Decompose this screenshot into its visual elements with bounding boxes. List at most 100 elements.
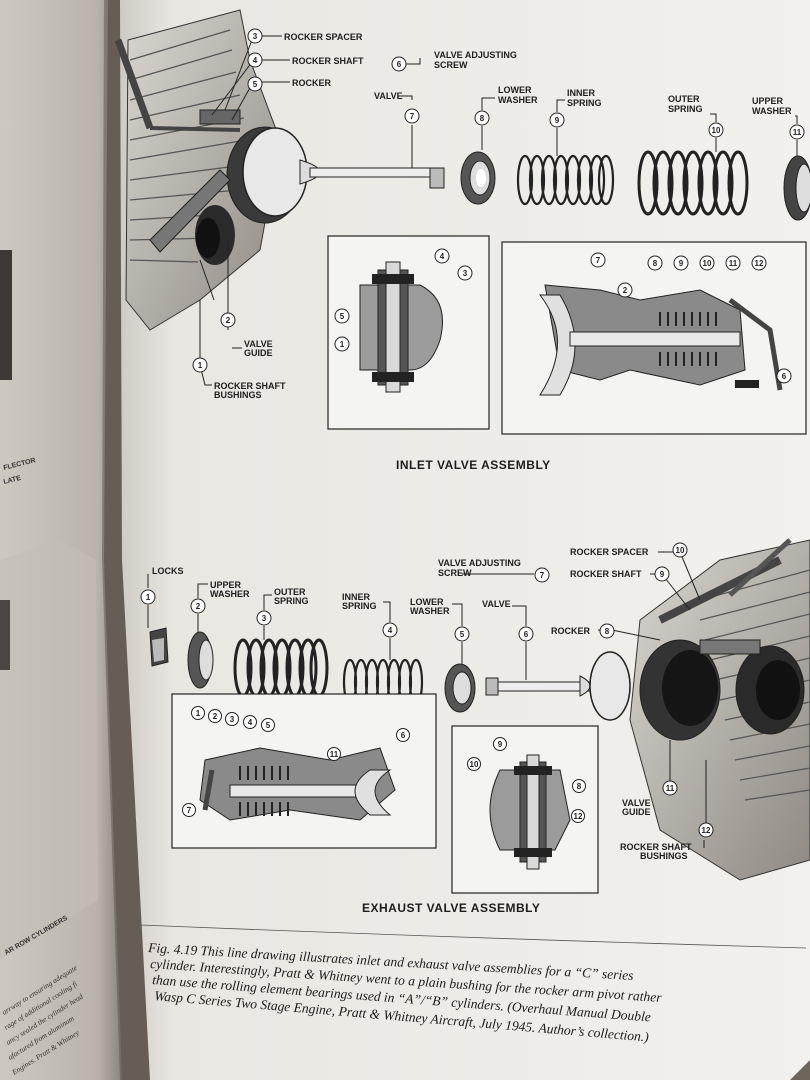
svg-text:8: 8 [480, 114, 485, 123]
exhaust-locks [149, 627, 169, 667]
svg-text:11: 11 [666, 784, 675, 793]
inset2-callout-11: 11 [725, 255, 741, 271]
svg-text:12: 12 [702, 826, 711, 835]
inset3-callout-1: 1 [191, 706, 205, 720]
inset3-callout-6: 6 [396, 728, 410, 742]
exhaust-label-outer-spring-2: SPRING [274, 596, 309, 606]
svg-text:3: 3 [253, 32, 258, 41]
exhaust-callout-8: 8 [599, 623, 615, 639]
inset3-callout-5: 5 [261, 718, 275, 732]
inlet-inset-section [501, 241, 807, 435]
exhaust-callout-6: 6 [518, 626, 534, 642]
inlet-lower-washer [460, 151, 496, 205]
inlet-inner-spring [516, 154, 615, 206]
exhaust-callout-1: 1 [140, 589, 156, 605]
exhaust-label-lower-washer: LOWER [410, 597, 444, 607]
inlet-label-upper-washer-2: WASHER [752, 106, 792, 116]
svg-text:6: 6 [782, 372, 787, 381]
exhaust-label-outer-spring: OUTER [274, 587, 306, 597]
inlet-callout-2: 2 [220, 312, 236, 328]
inlet-label-outer-spring-2: SPRING [668, 104, 703, 114]
exhaust-valve [485, 651, 631, 721]
exhaust-label-valve-guide: VALVE [622, 798, 651, 808]
svg-text:12: 12 [574, 812, 583, 821]
inlet-callout-9: 9 [549, 112, 565, 128]
inlet-callout-4: 4 [247, 52, 263, 68]
inlet-diagram: 3 4 5 6 7 8 9 10 11 2 1 4 3 5 1 7 2 8 9 … [114, 9, 810, 472]
exhaust-label-valve-guide-2: GUIDE [622, 807, 651, 817]
exhaust-label-rocker-shaft: ROCKER SHAFT [570, 569, 642, 579]
svg-text:6: 6 [524, 630, 529, 639]
svg-text:10: 10 [470, 760, 479, 769]
exhaust-lower-washer [444, 663, 476, 713]
svg-text:4: 4 [388, 626, 393, 635]
inlet-label-lower-washer: LOWER [498, 85, 532, 95]
inlet-label-valve-adjusting-screw-2: SCREW [434, 60, 468, 70]
exhaust-callout-7: 7 [534, 567, 550, 583]
svg-text:9: 9 [660, 570, 665, 579]
exhaust-callouts: 1 2 3 4 5 6 7 10 9 8 11 12 1 2 3 4 5 6 1… [140, 542, 714, 838]
svg-text:6: 6 [401, 731, 406, 740]
svg-text:5: 5 [460, 630, 465, 639]
svg-text:7: 7 [187, 806, 192, 815]
svg-text:1: 1 [198, 361, 203, 370]
exhaust-callout-4: 4 [382, 622, 398, 638]
inlet-valve [242, 127, 445, 217]
inset1-callout-1: 1 [334, 336, 350, 352]
inlet-label-rocker-shaft-bushings-2: BUSHINGS [214, 390, 262, 400]
inlet-label-rocker-shaft: ROCKER SHAFT [292, 56, 364, 66]
inlet-label-valve-guide-2: GUIDE [244, 348, 273, 358]
svg-text:9: 9 [679, 259, 684, 268]
exhaust-label-rocker-spacer: ROCKER SPACER [570, 547, 649, 557]
svg-text:7: 7 [596, 256, 601, 265]
inlet-label-rocker: ROCKER [292, 78, 332, 88]
inset2-callout-12: 12 [751, 255, 767, 271]
inlet-title: INLET VALVE ASSEMBLY [396, 458, 551, 472]
exhaust-label-valve-adjusting-screw-2: SCREW [438, 568, 472, 578]
inset1-callout-3: 3 [457, 265, 473, 281]
svg-text:7: 7 [540, 571, 545, 580]
svg-text:11: 11 [330, 750, 339, 759]
svg-text:4: 4 [253, 56, 258, 65]
exhaust-callout-10: 10 [672, 542, 688, 558]
exhaust-callout-5: 5 [454, 626, 470, 642]
inset3-callout-2: 2 [208, 709, 222, 723]
inset1-callout-5: 5 [334, 308, 350, 324]
exhaust-diagram: 1 2 3 4 5 6 7 10 9 8 11 12 1 2 3 4 5 6 1… [140, 538, 810, 915]
svg-text:1: 1 [196, 709, 201, 718]
inlet-label-valve-adjusting-screw: VALVE ADJUSTING [434, 50, 517, 60]
svg-text:6: 6 [397, 60, 402, 69]
left-label-top-2: LATE [3, 475, 22, 486]
left-page: FLECTOR LATE AR ROW CYLINDERS arrway to … [0, 0, 122, 1080]
svg-text:3: 3 [463, 269, 468, 278]
svg-text:2: 2 [226, 316, 231, 325]
exhaust-label-valve-adjusting-screw: VALVE ADJUSTING [438, 558, 521, 568]
svg-text:5: 5 [340, 312, 345, 321]
inset2-callout-8: 8 [647, 255, 663, 271]
inset3-callout-4: 4 [243, 715, 257, 729]
inset2-callout-9: 9 [673, 255, 689, 271]
svg-text:2: 2 [196, 602, 201, 611]
svg-text:10: 10 [712, 126, 721, 135]
inlet-callout-5: 5 [247, 76, 263, 92]
exhaust-label-inner-spring-2: SPRING [342, 601, 377, 611]
exhaust-label-locks: LOCKS [152, 566, 184, 576]
exhaust-label-upper-washer: UPPER [210, 580, 242, 590]
exhaust-label-rocker-shaft-bushings: ROCKER SHAFT [620, 842, 692, 852]
exhaust-inset-rocker [451, 725, 599, 894]
svg-text:2: 2 [623, 286, 628, 295]
inset1-callout-4: 4 [434, 248, 450, 264]
svg-text:11: 11 [793, 128, 802, 137]
exhaust-inset-section [171, 693, 437, 849]
svg-text:1: 1 [340, 340, 345, 349]
svg-text:8: 8 [577, 782, 582, 791]
exhaust-cylinder-head [629, 538, 810, 881]
inset3-callout-3: 3 [225, 712, 239, 726]
exhaust-label-lower-washer-2: WASHER [410, 606, 450, 616]
exhaust-callout-9: 9 [654, 566, 670, 582]
inset2-callout-2: 2 [617, 282, 633, 298]
exhaust-callout-2: 2 [190, 598, 206, 614]
inlet-callout-6: 6 [391, 56, 407, 72]
